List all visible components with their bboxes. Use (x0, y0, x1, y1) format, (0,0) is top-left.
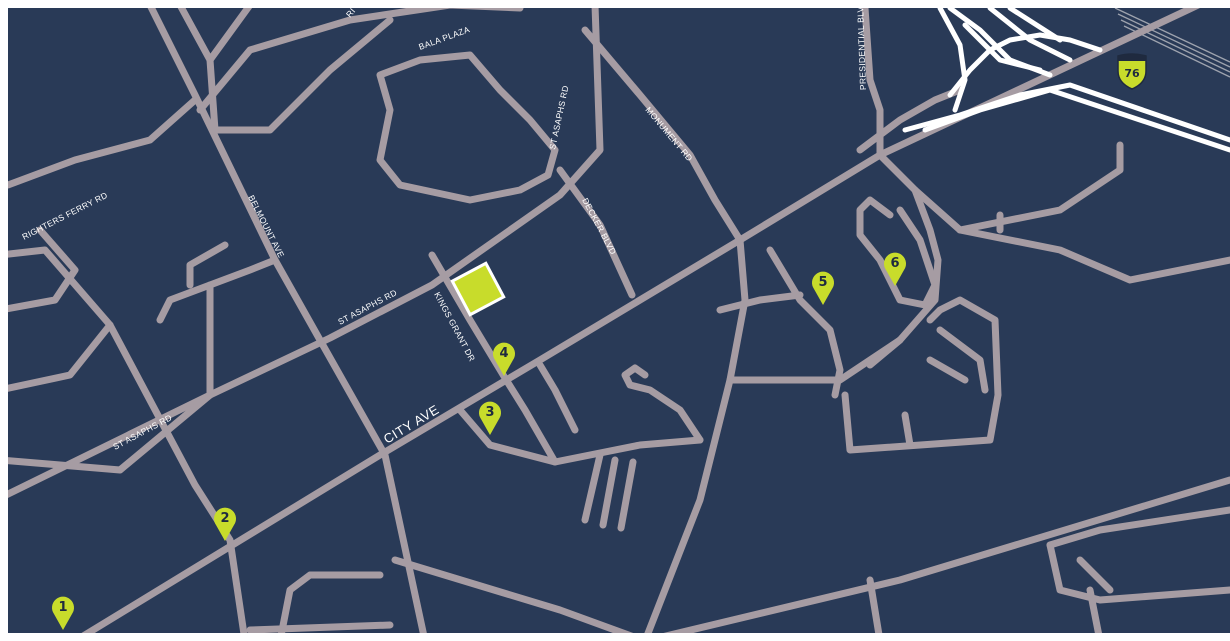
road-right-block (841, 296, 1002, 454)
road-right-6 (936, 326, 989, 394)
highway-ramp-2 (947, 32, 1103, 98)
road-right-7 (926, 356, 969, 384)
map-pin-icon (479, 401, 501, 435)
road-monument (581, 26, 744, 244)
highway-76-ramp-1 (922, 87, 1230, 153)
road-inner-2 (0, 321, 114, 394)
highway-ramp-6 (937, 5, 968, 113)
map-pin-icon (812, 271, 834, 305)
highway-ramp-5 (1007, 5, 1063, 43)
map-marker-number: 2 (220, 511, 229, 526)
map-marker-number: 5 (818, 275, 827, 290)
road-right-inner (901, 411, 914, 449)
street-label-presidential: PRESIDENTIAL BLVD (855, 0, 868, 90)
road-bottom-7 (276, 571, 384, 641)
markers-layer: 1 2 3 4 5 6 (52, 252, 906, 630)
map-marker-2[interactable]: 2 (214, 507, 236, 541)
road-bottom-5 (1086, 586, 1104, 641)
highway-shield-number: 76 (1124, 67, 1140, 80)
road-bottom-6 (866, 576, 884, 641)
road-lower-2 (581, 451, 637, 532)
highway-ramp-4 (987, 5, 1073, 63)
road-belmount (146, 1, 429, 641)
property-square-icon[interactable] (450, 261, 506, 317)
road-lower-3 (536, 361, 579, 434)
road-curve-1 (376, 51, 559, 204)
road-lower-1 (456, 406, 704, 466)
map-pin-icon (214, 507, 236, 541)
road-right-4 (956, 226, 1230, 284)
map-marker-1[interactable]: 1 (52, 596, 74, 630)
road-bottom-3 (1046, 506, 1230, 549)
road-curl (621, 364, 704, 444)
road-stub (186, 241, 229, 289)
map-marker-number: 6 (890, 256, 899, 271)
map-marker-number: 3 (485, 405, 494, 420)
highway-network (902, 5, 1230, 153)
road-decker (556, 166, 636, 299)
map-marker-3[interactable]: 3 (479, 401, 501, 435)
road-top-left (206, 1, 254, 64)
highway-76-main (902, 82, 1230, 143)
road-h-2 (716, 291, 804, 314)
interstate-shield-icon: 76 (1117, 53, 1147, 90)
road-diagonal-left (4, 96, 199, 189)
map-pin-icon (52, 596, 74, 630)
map-marker-4[interactable]: 4 (493, 342, 515, 376)
road-kings-grant (428, 251, 559, 466)
road-bottom-2 (641, 476, 1230, 641)
road-left-edge (0, 246, 249, 641)
road-bottom-8 (246, 621, 394, 634)
road-bottom-9 (1076, 556, 1114, 594)
map-marker-5[interactable]: 5 (812, 271, 834, 305)
map-pin-icon (884, 252, 906, 286)
road-bottom-4 (1046, 541, 1230, 604)
road-bottom-1 (391, 556, 649, 641)
map-pin-icon (493, 342, 515, 376)
road-right-3 (911, 141, 1124, 234)
map-marker-6[interactable]: 6 (884, 252, 906, 286)
road-top-left-2 (176, 1, 394, 134)
map-marker-number: 4 (499, 346, 508, 361)
road-loop-6 (856, 196, 939, 309)
road-inner-1 (0, 226, 79, 314)
road-left-loop (0, 391, 214, 474)
highway-ramp-7 (962, 22, 1043, 73)
map-marker-number: 1 (58, 600, 67, 615)
